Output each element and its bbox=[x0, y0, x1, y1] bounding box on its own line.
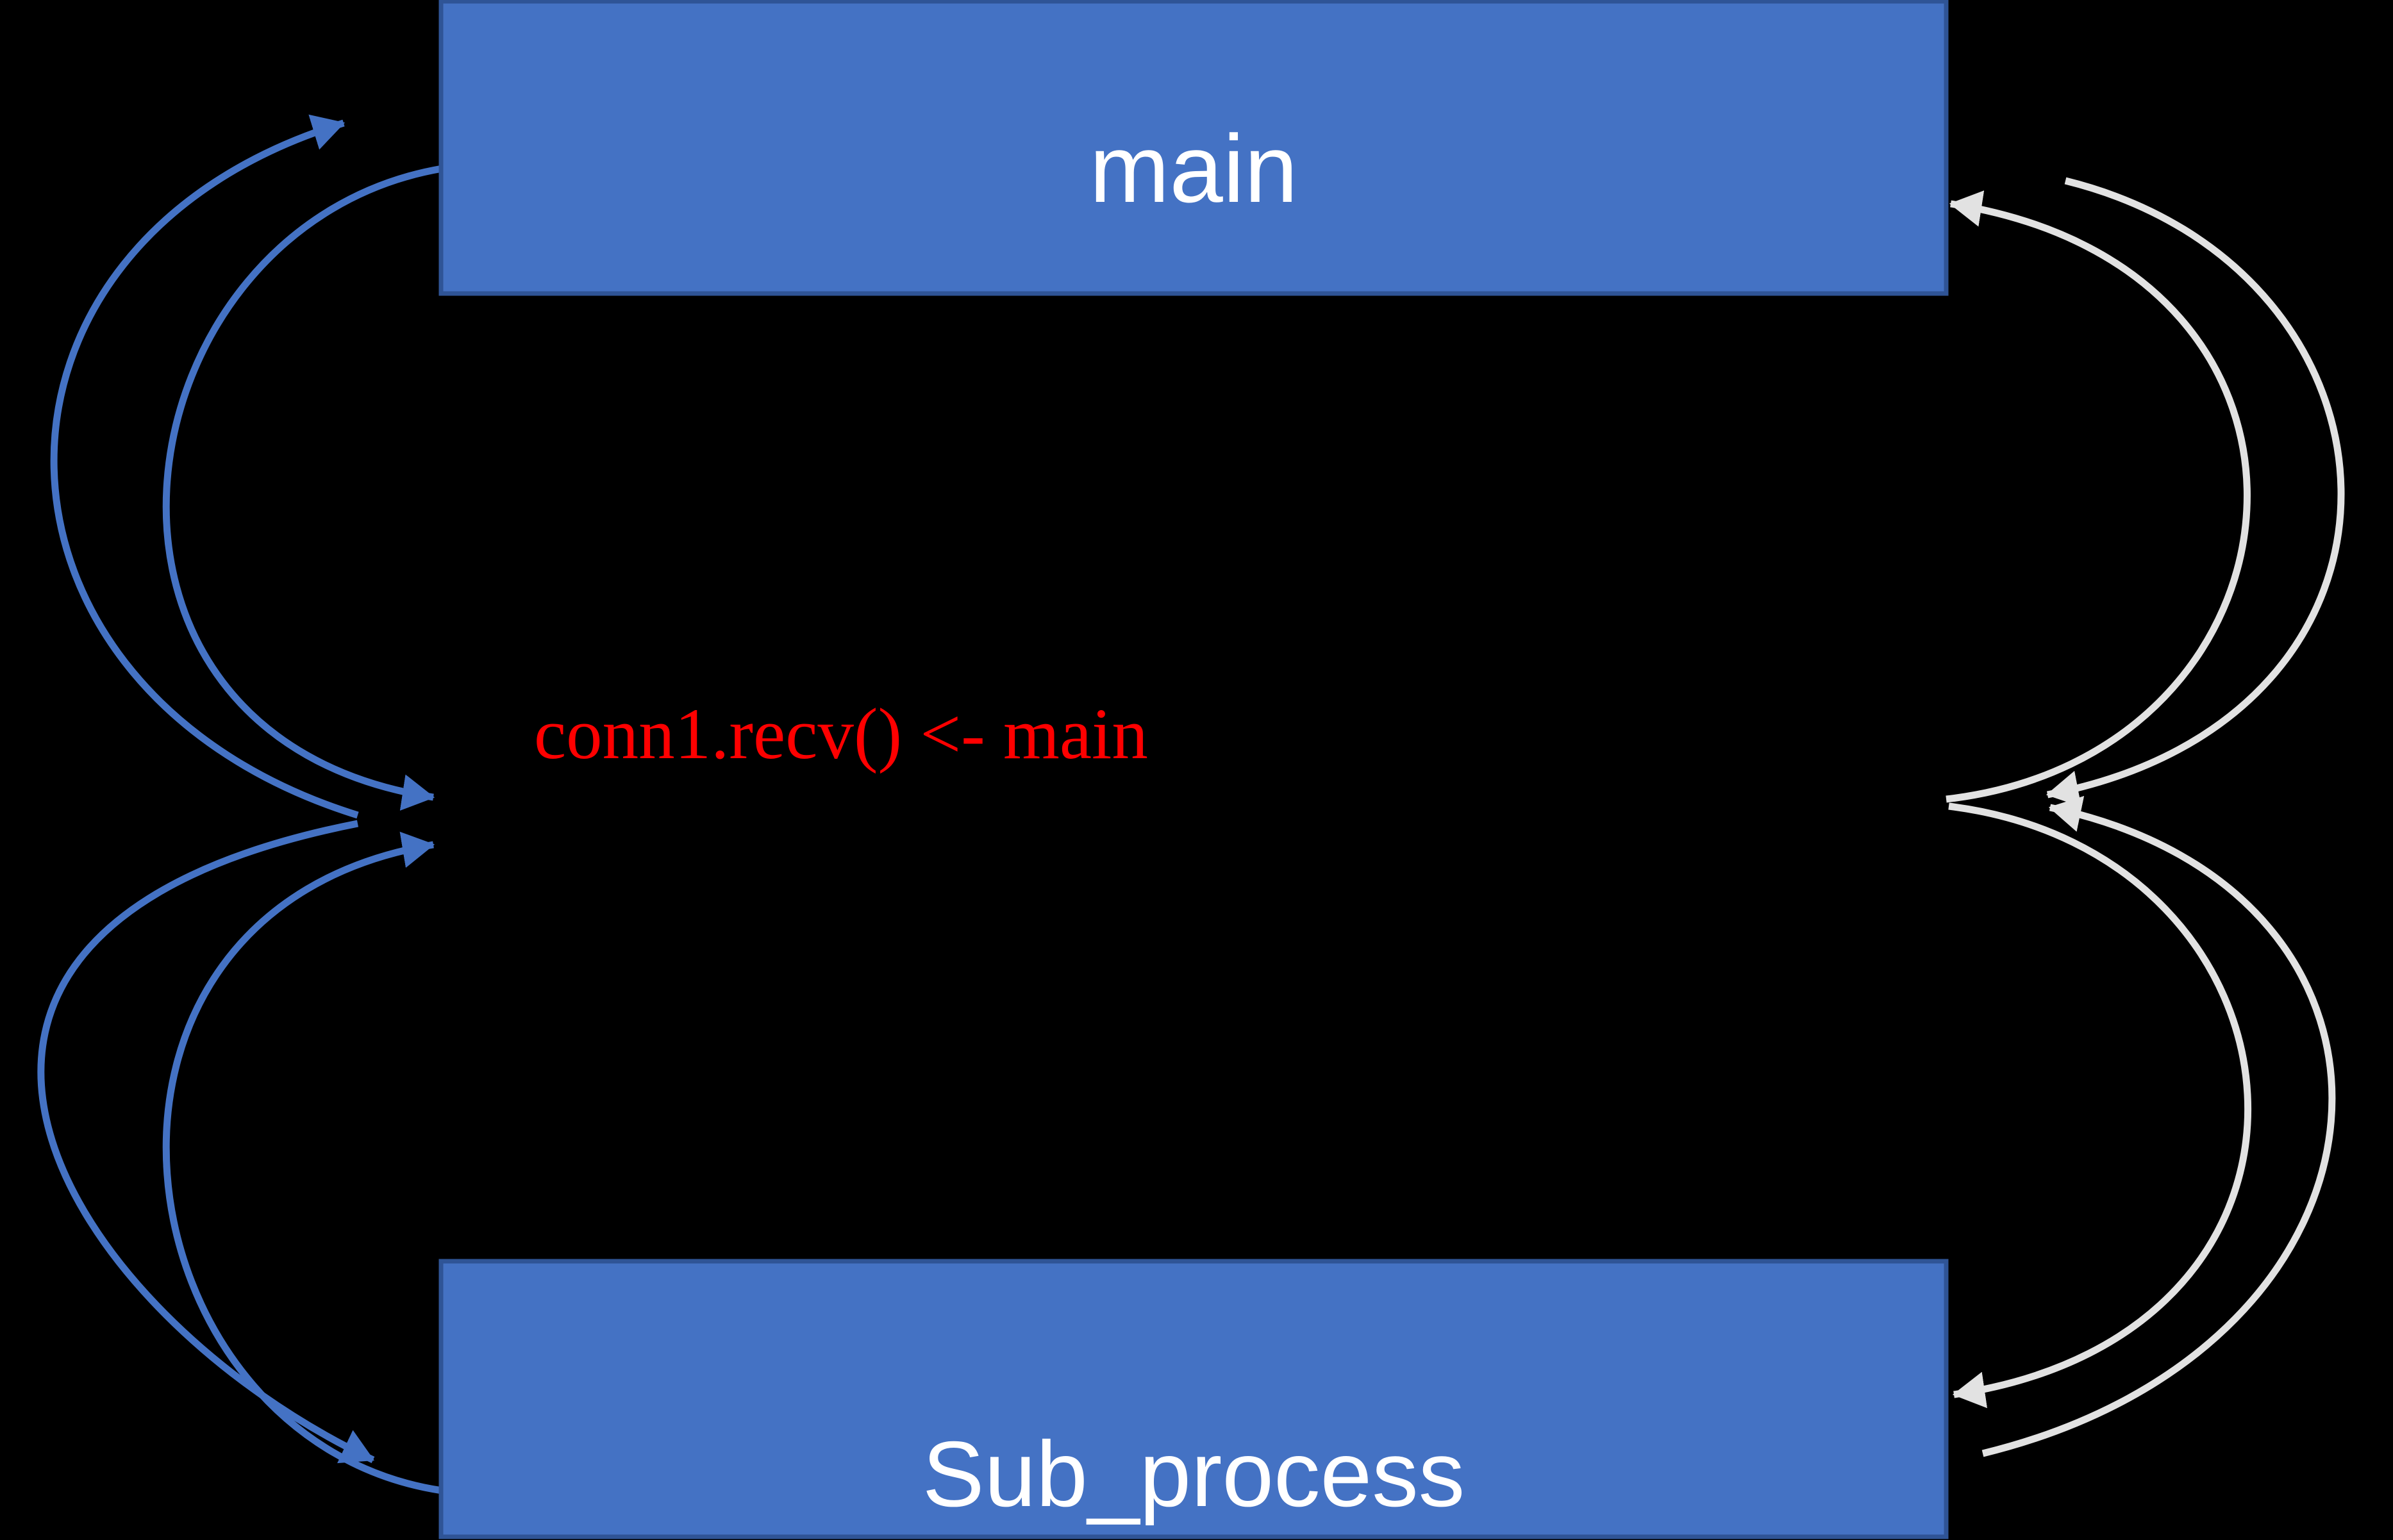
main-process-box-label: main bbox=[1089, 115, 1297, 222]
gray-arrow-hub-to-main bbox=[1946, 190, 2251, 803]
main-process-box bbox=[438, 0, 1949, 296]
conn1-recv-annotation: conn1.recv() <- main bbox=[534, 694, 1148, 774]
gray-arrow-sub-to-hub bbox=[1981, 795, 2336, 1457]
sub-process-box-label: Sub_process bbox=[922, 1422, 1465, 1526]
gray-arrow-hub-to-sub bbox=[1948, 802, 2252, 1409]
blue-arrow-hub-to-sub bbox=[37, 820, 375, 1464]
blue-arrow-sub-to-hub bbox=[162, 831, 443, 1494]
blue-arrow-main-to-hub bbox=[162, 165, 443, 811]
gray-arrow-main-to-hub bbox=[2046, 177, 2345, 807]
sub-process-box bbox=[438, 1259, 1949, 1539]
blue-arrow-hub-to-main bbox=[50, 114, 359, 819]
